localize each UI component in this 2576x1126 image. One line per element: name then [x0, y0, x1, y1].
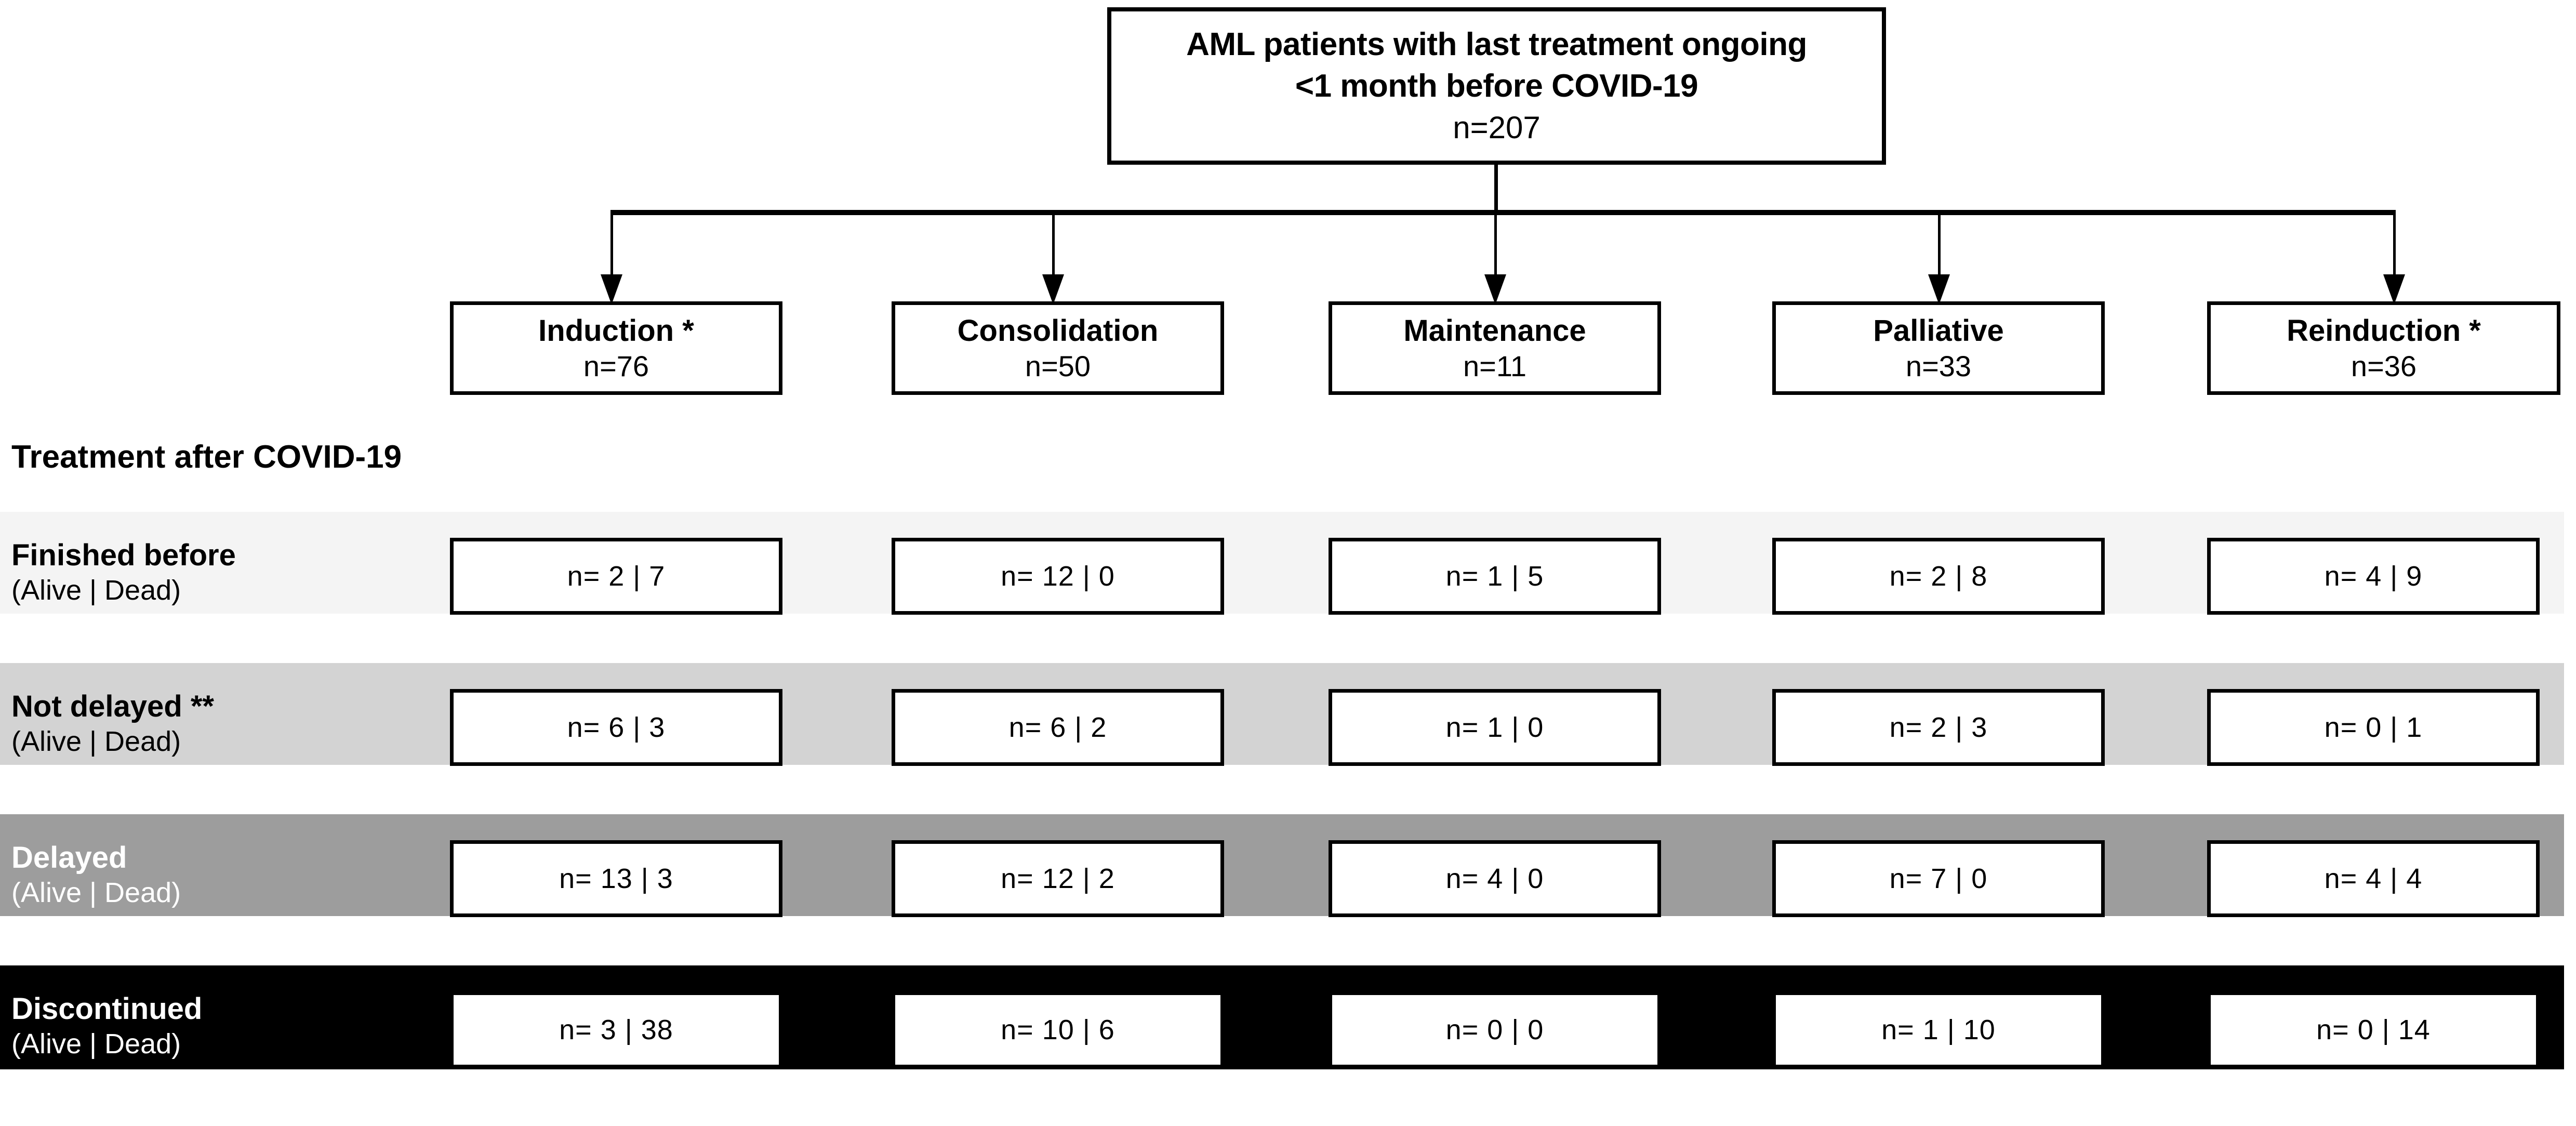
branch-line-maintenance: [1494, 214, 1497, 282]
branch-line-reinduction: [2393, 214, 2396, 282]
cell-value: n= 2 | 8: [1889, 561, 1988, 592]
table-cell[interactable]: n= 1 | 5: [1329, 538, 1661, 615]
row-band-delayed: [0, 814, 2564, 916]
table-cell[interactable]: n= 6 | 2: [892, 689, 1224, 766]
cell-value: n= 7 | 0: [1889, 863, 1988, 894]
table-cell[interactable]: n= 2 | 3: [1772, 689, 2105, 766]
arrow-icon-palliative: [1928, 274, 1950, 304]
row-label-delayed: Delayed (Alive | Dead): [11, 840, 427, 910]
treatment-label: Consolidation: [957, 314, 1159, 348]
cell-value: n= 12 | 0: [1001, 561, 1115, 592]
branch-line-palliative: [1938, 214, 1941, 282]
root-count: n=207: [1453, 110, 1541, 145]
row-band-not-delayed: [0, 663, 2564, 765]
cell-value: n= 4 | 0: [1445, 863, 1544, 894]
cell-value: n= 10 | 6: [1001, 1014, 1115, 1045]
arrow-icon-reinduction: [2383, 274, 2405, 304]
treatment-box-reinduction[interactable]: Reinduction * n=36: [2207, 301, 2560, 395]
row-label-sub: (Alive | Dead): [11, 877, 181, 908]
root-line-2: <1 month before COVID-19: [1295, 68, 1698, 104]
row-label-sub: (Alive | Dead): [11, 575, 181, 606]
table-cell[interactable]: n= 3 | 38: [450, 991, 782, 1068]
table-cell[interactable]: n= 13 | 3: [450, 840, 782, 917]
treatment-label: Palliative: [1873, 314, 2004, 348]
section-heading: Treatment after COVID-19: [11, 439, 402, 475]
arrow-icon-maintenance: [1484, 274, 1506, 304]
table-cell[interactable]: n= 12 | 2: [892, 840, 1224, 917]
cell-value: n= 6 | 3: [567, 712, 666, 743]
trunk-vertical-connector: [1494, 165, 1498, 214]
cell-value: n= 2 | 3: [1889, 712, 1988, 743]
trunk-horizontal-connector: [610, 210, 2396, 215]
cell-value: n= 1 | 5: [1445, 561, 1544, 592]
cell-value: n= 4 | 9: [2324, 561, 2423, 592]
cell-value: n= 6 | 2: [1008, 712, 1107, 743]
row-label-not-delayed: Not delayed ** (Alive | Dead): [11, 689, 427, 759]
root-node-box: AML patients with last treatment ongoing…: [1107, 7, 1886, 165]
cell-value: n= 4 | 4: [2324, 863, 2423, 894]
treatment-count: n=50: [1025, 350, 1091, 382]
table-cell[interactable]: n= 6 | 3: [450, 689, 782, 766]
row-label-name: Delayed: [11, 841, 127, 875]
row-label-name: Not delayed **: [11, 690, 214, 723]
treatment-count: n=36: [2351, 350, 2417, 382]
treatment-count: n=11: [1463, 350, 1526, 382]
table-cell[interactable]: n= 0 | 0: [1329, 991, 1661, 1068]
table-cell[interactable]: n= 0 | 1: [2207, 689, 2540, 766]
branch-line-consolidation: [1052, 214, 1055, 282]
table-cell[interactable]: n= 1 | 10: [1772, 991, 2105, 1068]
table-cell[interactable]: n= 2 | 7: [450, 538, 782, 615]
branch-line-induction: [610, 214, 613, 282]
treatment-box-consolidation[interactable]: Consolidation n=50: [892, 301, 1224, 395]
row-label-discontinued: Discontinued (Alive | Dead): [11, 991, 427, 1061]
cell-value: n= 0 | 1: [2324, 712, 2423, 743]
row-label-finished-before: Finished before (Alive | Dead): [11, 538, 427, 607]
table-cell[interactable]: n= 0 | 14: [2207, 991, 2540, 1068]
cell-value: n= 0 | 0: [1445, 1014, 1544, 1045]
treatment-count: n=33: [1905, 350, 1972, 382]
table-cell[interactable]: n= 2 | 8: [1772, 538, 2105, 615]
cell-value: n= 0 | 14: [2316, 1014, 2431, 1045]
treatment-box-palliative[interactable]: Palliative n=33: [1772, 301, 2105, 395]
table-cell[interactable]: n= 10 | 6: [892, 991, 1224, 1068]
root-line-1: AML patients with last treatment ongoing: [1186, 26, 1807, 62]
cell-value: n= 2 | 7: [567, 561, 666, 592]
table-cell[interactable]: n= 4 | 9: [2207, 538, 2540, 615]
row-band-discontinued: [0, 965, 2564, 1069]
cell-value: n= 1 | 10: [1881, 1014, 1996, 1045]
treatment-count: n=76: [583, 350, 649, 382]
cell-value: n= 3 | 38: [559, 1014, 673, 1045]
row-label-name: Finished before: [11, 538, 236, 572]
treatment-box-maintenance[interactable]: Maintenance n=11: [1329, 301, 1661, 395]
arrow-icon-consolidation: [1042, 274, 1064, 304]
table-cell[interactable]: n= 4 | 4: [2207, 840, 2540, 917]
cell-value: n= 13 | 3: [559, 863, 673, 894]
table-cell[interactable]: n= 4 | 0: [1329, 840, 1661, 917]
row-band-finished-before: [0, 512, 2564, 614]
row-label-sub: (Alive | Dead): [11, 1028, 181, 1059]
cell-value: n= 12 | 2: [1001, 863, 1115, 894]
cell-value: n= 1 | 0: [1445, 712, 1544, 743]
treatment-box-induction[interactable]: Induction * n=76: [450, 301, 782, 395]
table-cell[interactable]: n= 7 | 0: [1772, 840, 2105, 917]
arrow-icon-induction: [601, 274, 622, 304]
row-label-sub: (Alive | Dead): [11, 726, 181, 757]
table-cell[interactable]: n= 12 | 0: [892, 538, 1224, 615]
treatment-label: Maintenance: [1403, 314, 1586, 348]
treatment-label: Reinduction *: [2287, 314, 2481, 348]
table-cell[interactable]: n= 1 | 0: [1329, 689, 1661, 766]
row-label-name: Discontinued: [11, 992, 203, 1026]
treatment-label: Induction *: [538, 314, 694, 348]
